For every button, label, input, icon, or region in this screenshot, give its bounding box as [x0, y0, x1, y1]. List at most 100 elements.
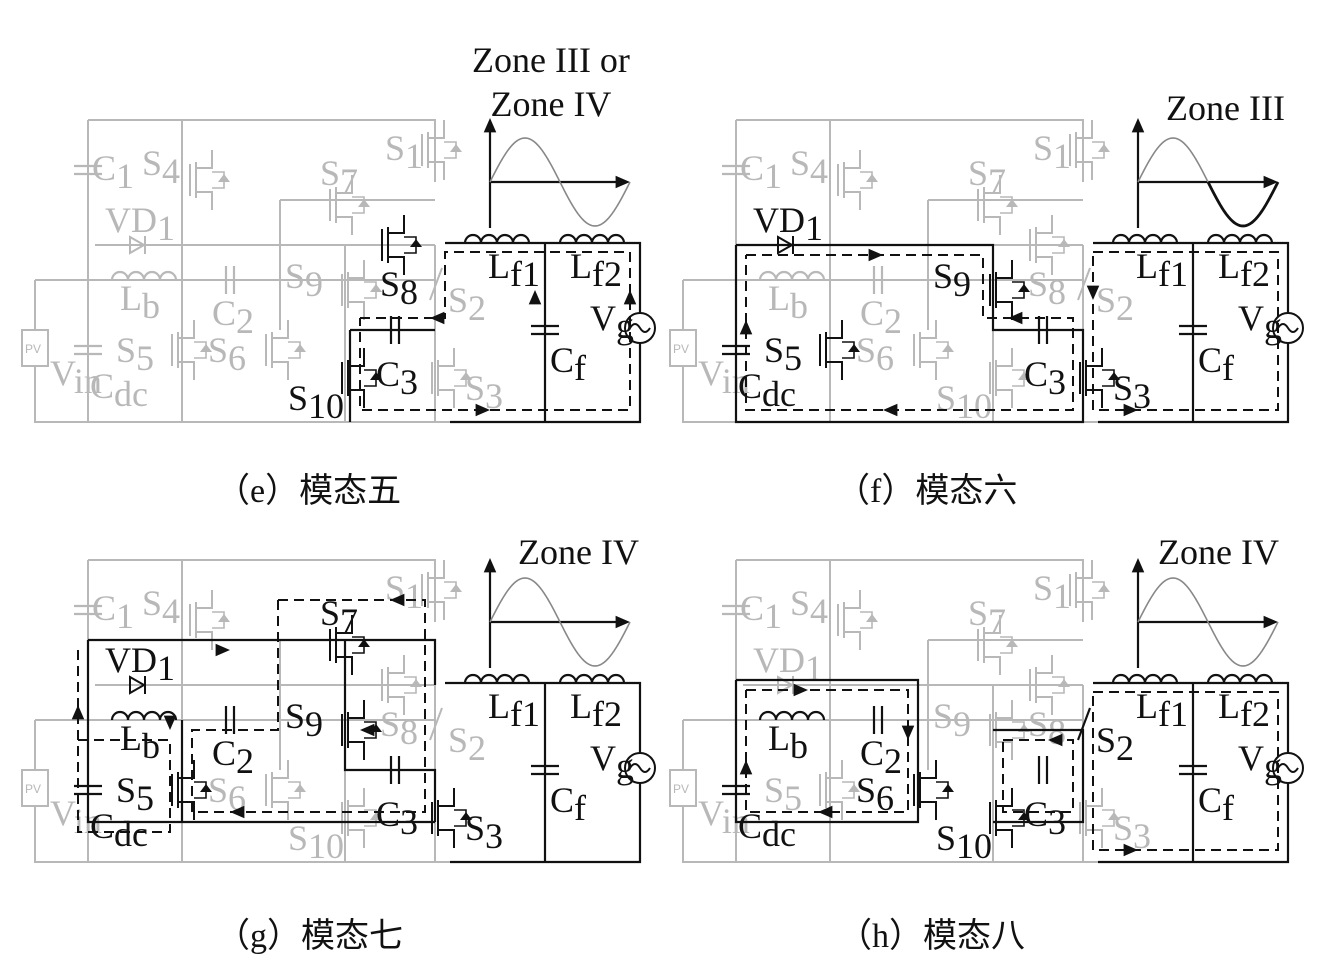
current-arrow [739, 760, 753, 775]
wave-positive-half [489, 577, 561, 623]
label-lb: Lb [768, 718, 808, 766]
current-arrow [739, 320, 753, 335]
current-arrow [71, 705, 85, 720]
label-s9: S9 [933, 696, 971, 744]
s8-mosfet [1029, 655, 1070, 715]
sine-icon [1277, 763, 1299, 773]
label-s2: S2 [448, 720, 486, 768]
current-path [745, 254, 1074, 411]
label-s2: S2 [448, 280, 486, 328]
label-c1: C1 [92, 588, 134, 636]
current-arrow [528, 290, 542, 305]
s7-mosfet [329, 615, 370, 675]
panel-caption: （h）模态八 [838, 918, 1025, 955]
s6-mosfet [265, 760, 306, 820]
s8-mosfet [1029, 215, 1070, 275]
current-arrow [1008, 311, 1023, 325]
waveform [1131, 558, 1279, 668]
vd1-diode [129, 675, 147, 695]
label-vd1: VD1 [753, 200, 823, 248]
active-wire [343, 640, 437, 822]
lf2-inductor [558, 233, 626, 244]
current-path [191, 599, 426, 813]
wave-positive-half [1137, 577, 1209, 623]
label-s3: S3 [1113, 808, 1151, 856]
label-pv: PV [673, 342, 689, 356]
label-s3: S3 [465, 808, 503, 856]
zone-label: Zone IV [1158, 532, 1279, 572]
label-s9: S9 [285, 696, 323, 744]
c2-capacitor [224, 266, 236, 294]
label-lf2: Lf2 [1218, 246, 1270, 294]
s2-switch [1077, 267, 1091, 301]
wave-negative-half [559, 621, 631, 667]
zone-label: Zone III [1166, 88, 1285, 128]
current-arrow [623, 290, 637, 305]
label-s2: S2 [1096, 280, 1134, 328]
s5-mosfet [171, 320, 212, 380]
s3-mosfet [1079, 788, 1120, 848]
lb-inductor [758, 710, 826, 721]
zone-label: Zone IV [518, 532, 639, 572]
label-cf: Cf [550, 340, 586, 388]
vd1-diode [129, 235, 147, 255]
label-s9: S9 [933, 256, 971, 304]
label-vd1: VD1 [105, 200, 175, 248]
bottom-bus [682, 720, 1098, 863]
s1-mosfet [1069, 120, 1110, 180]
lf1-inductor [1111, 673, 1179, 684]
label-pv: PV [25, 342, 41, 356]
s3-mosfet [431, 348, 472, 408]
s8-mosfet [381, 215, 422, 275]
pv-panel-icon [21, 329, 49, 367]
wave-x-arrow [615, 175, 630, 189]
s6-mosfet [913, 320, 954, 380]
s3-mosfet [1079, 348, 1120, 408]
wave-y-arrow [1131, 118, 1145, 133]
current-arrow [163, 715, 177, 730]
current-arrow [360, 723, 375, 737]
top-rail [88, 119, 436, 182]
label-s6: S6 [856, 330, 894, 378]
s6-mosfet [265, 320, 306, 380]
label-lf1: Lf1 [1136, 246, 1188, 294]
panel-caption: （e）模态五 [216, 473, 402, 510]
c1-capacitor [722, 604, 750, 616]
label-vg: Vg [1238, 738, 1282, 786]
lf2-inductor [1206, 673, 1274, 684]
current-arrow [868, 248, 883, 262]
s5-mosfet [819, 320, 860, 380]
pv-panel-icon [21, 769, 49, 807]
label-c3: C3 [376, 354, 418, 402]
label-cdc: Cdc [738, 366, 796, 414]
label-s1: S1 [1033, 568, 1071, 616]
label-lf2: Lf2 [1218, 686, 1270, 734]
label-s7: S7 [320, 153, 358, 201]
s2-switch [1076, 707, 1092, 741]
label-s3: S3 [465, 368, 503, 416]
s7-mosfet [329, 175, 370, 235]
lf1-inductor [463, 233, 531, 244]
wave-negative-half [559, 181, 631, 227]
active-wire [734, 243, 1085, 424]
c1-capacitor [722, 164, 750, 176]
s9-mosfet [989, 260, 1030, 320]
label-vg: Vg [590, 298, 634, 346]
label-c1: C1 [92, 148, 134, 196]
label-c2: C2 [212, 293, 254, 341]
lf2-inductor [558, 673, 626, 684]
current-arrow [1086, 285, 1100, 300]
label-s4: S4 [790, 583, 828, 631]
lf2-inductor [1206, 233, 1274, 244]
label-s2: S2 [1096, 720, 1134, 768]
current-path [1092, 691, 1279, 851]
label-s9: S9 [285, 256, 323, 304]
active-wire [993, 728, 1085, 824]
label-c1: C1 [740, 148, 782, 196]
wave-positive-half [1137, 137, 1209, 183]
s3-mosfet [431, 788, 472, 848]
